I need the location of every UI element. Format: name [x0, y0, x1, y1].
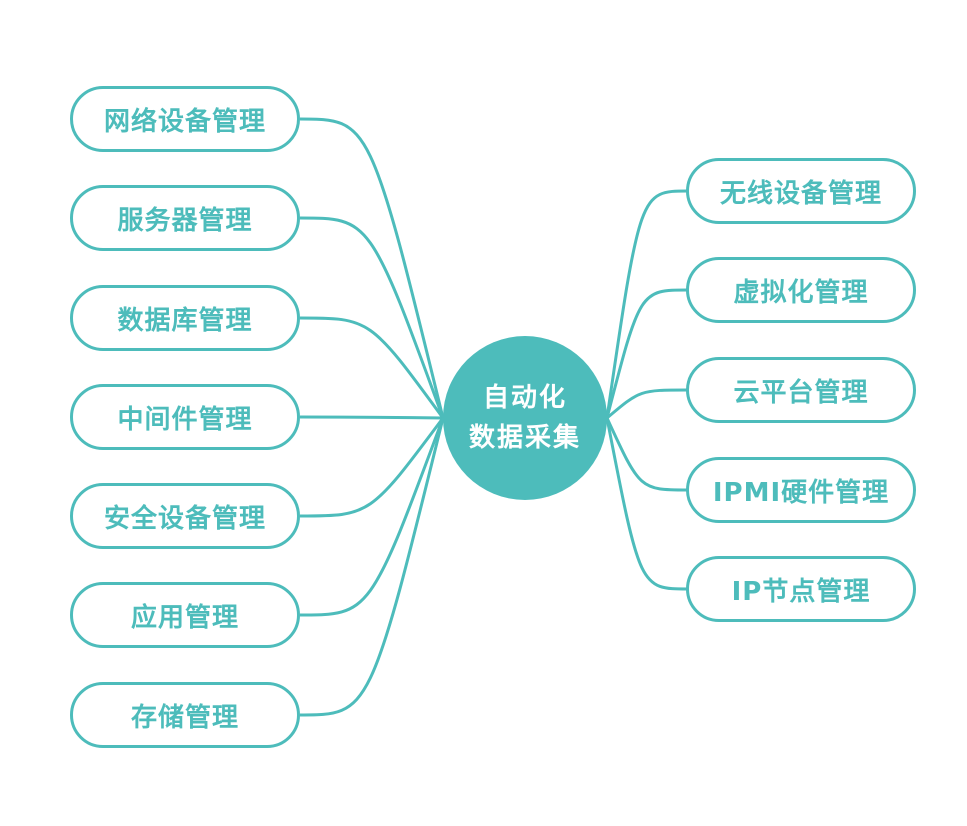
left-node: 安全设备管理: [70, 483, 300, 549]
connector-line: [605, 189, 689, 419]
central-node-line2: 数据采集: [468, 423, 581, 453]
connector-line: [299, 417, 445, 518]
left-node: 应用管理: [70, 582, 300, 648]
connector-line: [605, 288, 689, 419]
left-node: 存储管理: [70, 682, 300, 748]
connector-line: [299, 415, 444, 420]
right-node: 虚拟化管理: [686, 257, 916, 323]
connector-line: [299, 117, 445, 419]
right-node: 云平台管理: [686, 357, 916, 423]
connector-line: [606, 388, 689, 420]
left-node: 服务器管理: [70, 185, 300, 251]
left-node: 中间件管理: [70, 384, 300, 450]
central-node: 自动化 数据采集: [443, 336, 607, 500]
right-node: IPMI硬件管理: [686, 457, 916, 523]
left-node: 数据库管理: [70, 285, 300, 351]
connector-line: [605, 417, 689, 591]
connector-line: [299, 316, 445, 419]
central-node-line1: 自动化: [482, 383, 567, 413]
right-node: 无线设备管理: [686, 158, 916, 224]
connector-line: [605, 417, 689, 492]
left-node: 网络设备管理: [70, 86, 300, 152]
connector-line: [299, 216, 445, 419]
right-node: IP节点管理: [686, 556, 916, 622]
connector-line: [299, 417, 445, 717]
connector-line: [299, 417, 445, 617]
